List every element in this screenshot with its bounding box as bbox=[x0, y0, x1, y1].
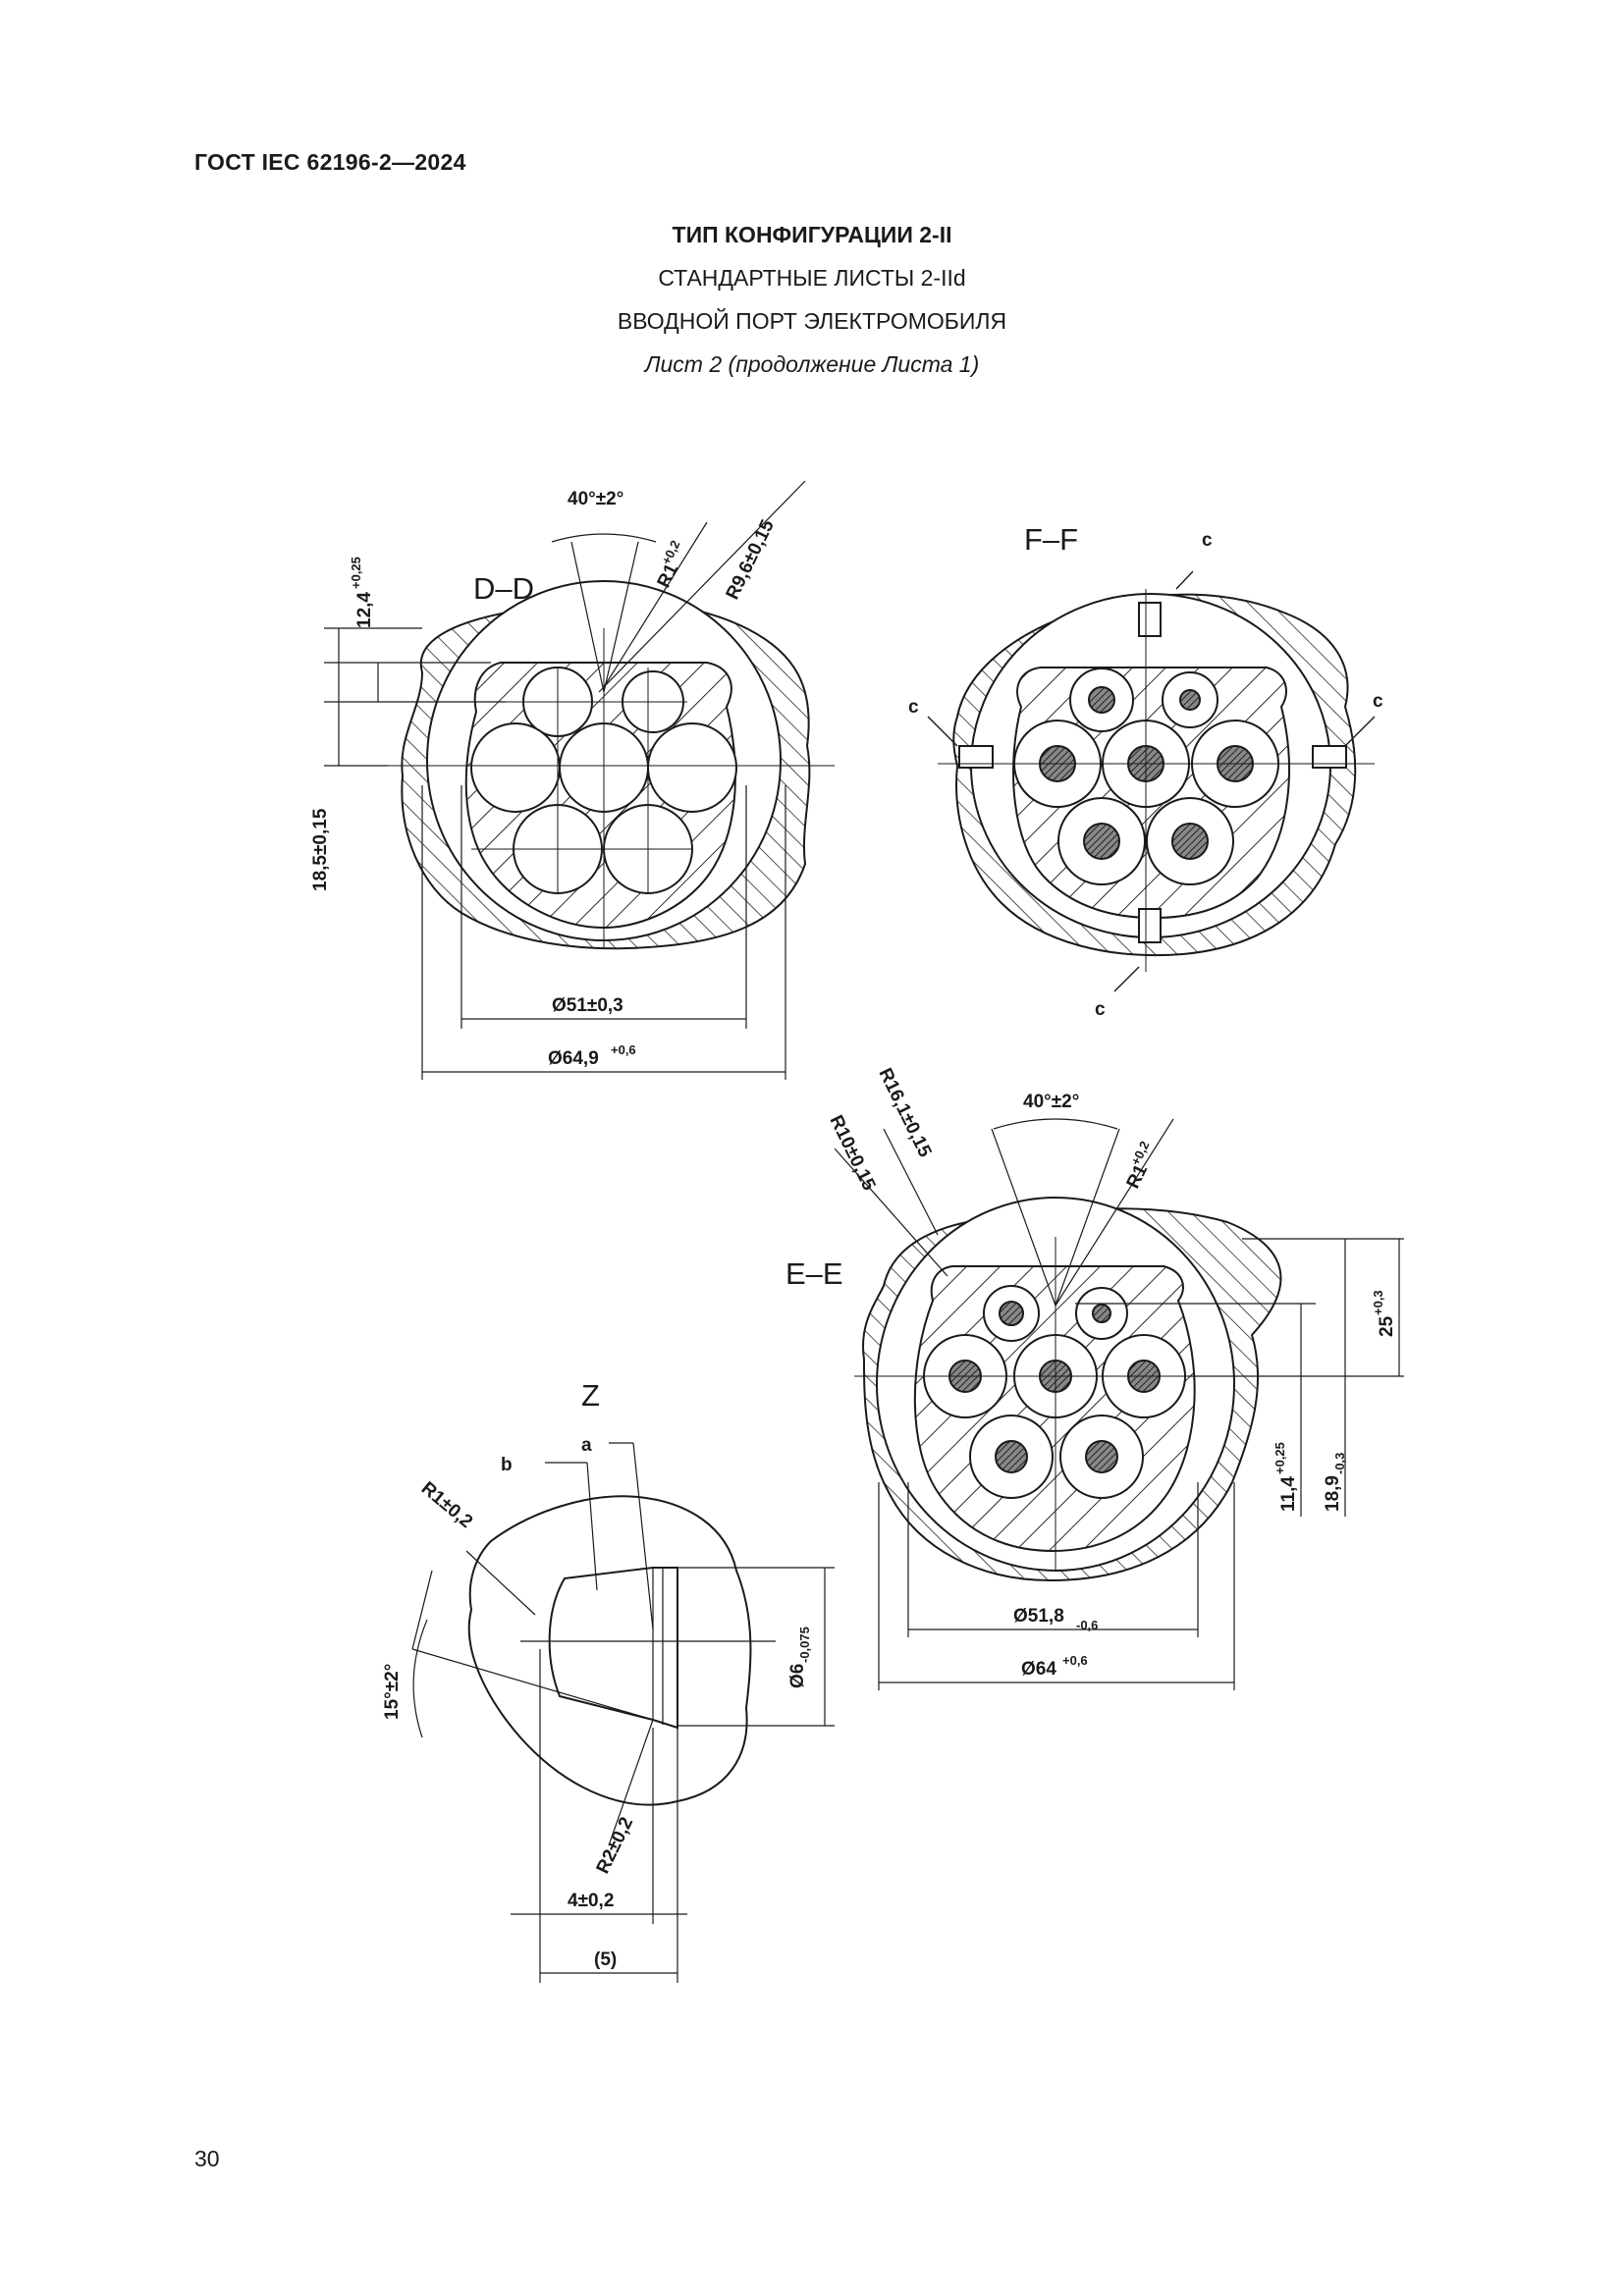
dd-dimension-lines bbox=[324, 480, 806, 1080]
ff-centerlines bbox=[938, 589, 1375, 972]
document-code: ГОСТ IEC 62196-2—2024 bbox=[194, 149, 466, 175]
ff-c-label-left: c bbox=[908, 697, 919, 718]
ee-r161-label: R16,1±0,15 bbox=[875, 1065, 936, 1161]
z-detail-label: Z bbox=[581, 1378, 600, 1413]
ff-labels: F–F c c c c bbox=[908, 522, 1383, 1020]
ee-d64-label: Ø64 bbox=[1021, 1659, 1056, 1680]
z-outline bbox=[467, 1495, 752, 1806]
dd-centerlines bbox=[388, 628, 835, 947]
dd-dim185-label: 18,5±0,15 bbox=[310, 808, 331, 891]
ee-dim114-label: 11,4 bbox=[1278, 1476, 1299, 1512]
inlet-subtitle: ВВОДНОЙ ПОРТ ЭЛЕКТРОМОБИЛЯ bbox=[617, 308, 1007, 334]
section-ee bbox=[834, 1118, 1404, 1690]
page-number: 30 bbox=[194, 2146, 220, 2171]
z-d6-tolerance: -0,075 bbox=[797, 1627, 812, 1663]
ee-dim114-tolerance: +0,25 bbox=[1272, 1442, 1287, 1474]
dd-dim124-label: 12,4 bbox=[354, 592, 375, 628]
dd-angle-label: 40°±2° bbox=[568, 489, 623, 509]
dd-r96-label: R9,6±0,15 bbox=[723, 516, 779, 603]
ff-c-label-bottom: c bbox=[1095, 999, 1106, 1020]
z-dim5-label: (5) bbox=[594, 1949, 617, 1970]
z-construction-lines bbox=[411, 1442, 835, 1983]
dd-d649-tolerance: +0,6 bbox=[611, 1042, 636, 1057]
z-r1-label: R1±0,2 bbox=[417, 1478, 476, 1532]
ee-dim189-tolerance: -0,3 bbox=[1332, 1453, 1347, 1474]
ee-r1-tolerance: +0,2 bbox=[1128, 1139, 1153, 1168]
ee-d64-tolerance: +0,6 bbox=[1062, 1653, 1088, 1668]
dd-r1-tolerance: +0,2 bbox=[659, 538, 683, 567]
z-d6-label: Ø6 bbox=[787, 1664, 808, 1688]
ee-dim25-tolerance: +0,3 bbox=[1371, 1290, 1385, 1315]
ee-section-label: E–E bbox=[785, 1256, 843, 1291]
standard-sheets-subtitle: СТАНДАРТНЫЕ ЛИСТЫ 2-IId bbox=[658, 265, 966, 291]
z-a-label: a bbox=[581, 1435, 592, 1456]
z-pin-profile bbox=[548, 1567, 678, 1730]
ee-d518-tolerance: -0,6 bbox=[1076, 1618, 1098, 1632]
section-ff bbox=[927, 570, 1376, 992]
ff-c-label-right: c bbox=[1373, 691, 1383, 712]
dd-d51-label: Ø51±0,3 bbox=[552, 995, 623, 1016]
z-dim4-label: 4±0,2 bbox=[568, 1891, 614, 1911]
ff-arrows bbox=[927, 570, 1376, 992]
ee-angle-label: 40°±2° bbox=[1023, 1092, 1079, 1112]
z-angle-label: 15°±2° bbox=[382, 1664, 403, 1720]
dd-dim124-tolerance: +0,25 bbox=[349, 557, 363, 589]
ee-r10-label: R10±0,15 bbox=[826, 1112, 880, 1195]
z-b-label: b bbox=[501, 1455, 513, 1475]
sheet-caption: Лист 2 (продолжение Листа 1) bbox=[644, 351, 980, 377]
ee-d518-label: Ø51,8 bbox=[1013, 1606, 1064, 1627]
ff-keys bbox=[958, 602, 1347, 943]
ff-c-label-top: c bbox=[1202, 530, 1213, 551]
section-dd bbox=[324, 480, 835, 1080]
z-r2-label: R2±0,2 bbox=[593, 1814, 638, 1877]
ff-section-label: F–F bbox=[1024, 522, 1078, 557]
dd-section-label: D–D bbox=[473, 571, 534, 606]
title-block: ТИП КОНФИГУРАЦИИ 2-II СТАНДАРТНЫЕ ЛИСТЫ … bbox=[0, 224, 1624, 397]
ee-dimension-lines bbox=[834, 1118, 1404, 1690]
ee-dim25-label: 25 bbox=[1377, 1315, 1397, 1337]
dd-d649-label: Ø64,9 bbox=[548, 1048, 599, 1069]
detail-z bbox=[411, 1442, 835, 1983]
ee-dim189-label: 18,9 bbox=[1323, 1475, 1343, 1512]
configuration-title: ТИП КОНФИГУРАЦИИ 2-II bbox=[672, 222, 952, 247]
z-labels: Z a b R1±0,2 15°±2° Ø6 -0,075 R2±0,2 4±0… bbox=[382, 1378, 812, 1970]
